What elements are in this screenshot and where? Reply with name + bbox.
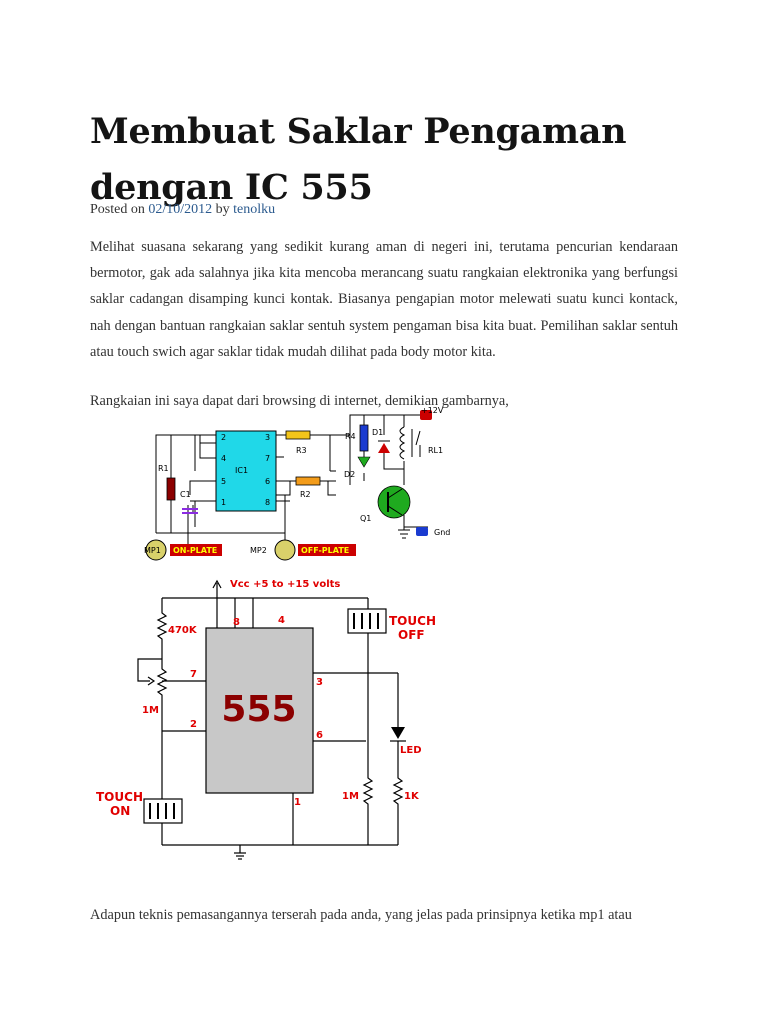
on-plate-label: ON-PLATE [173,546,217,555]
q1-label: Q1 [360,514,371,523]
ic-555-chip [205,627,314,794]
q1-transistor [377,485,411,519]
ic1-pin5: 5 [221,477,226,486]
touch-off-label-line2: OFF [398,628,425,642]
d2-label: D2 [344,470,355,479]
posted-on-label: Posted on [90,202,145,217]
ic1-pin6: 6 [265,477,270,486]
touch-off-label-line1: TOUCH [389,614,436,628]
vcc-label: +12V [421,406,444,415]
source-paragraph: Rangkaian ini saya dapat dari browsing d… [90,393,509,409]
d1-label: D1 [372,428,383,437]
touch-on-plate [143,798,183,824]
vcc-label: Vcc +5 to +15 volts [230,579,340,590]
pot-1m-label: 1M [142,705,159,716]
touch-off-plate [347,608,387,634]
r1-label: R1 [158,464,169,473]
r4-label: R4 [345,432,356,441]
mp2-plate [274,539,296,561]
gnd-label: Gnd [434,528,450,537]
r2-resistor [295,476,321,486]
r3-label: R3 [296,446,307,455]
pin3-label: 3 [316,677,323,688]
pin2-label: 2 [190,719,197,730]
led-label: LED [400,745,422,756]
schematic-555-touch: 555 Vcc +5 to +15 volts 470K 1M 1M 1K LE… [96,579,436,860]
r470k-label: 470K [168,625,198,636]
pin4-label: 4 [278,615,285,626]
by-label: by [215,202,230,217]
ic1-pin3: 3 [265,433,270,442]
touch-on-label-line1: TOUCH [96,790,143,804]
r1m-label: 1M [342,791,359,802]
pin1-label: 1 [294,797,301,808]
r4-resistor [359,424,369,452]
gnd-terminal [416,527,428,536]
rl1-label: RL1 [428,446,443,455]
ic1-label: IC1 [235,466,248,475]
ic1-pin4: 4 [221,454,226,463]
r1-resistor [166,477,176,501]
ic1-pin1: 1 [221,498,226,507]
intro-paragraph: Melihat suasana sekarang yang sedikit ku… [90,239,678,360]
r2-label: R2 [300,490,311,499]
led-diode [391,727,405,739]
vcc-terminal [420,410,432,420]
pin7-label: 7 [190,669,197,680]
schematic-touch-switch-ic1: +12V Gnd IC1 R1 R2 R3 R4 D1 D2 C1 Q1 RL1… [144,406,450,561]
ic1-chip [215,430,277,512]
ic1-pin8: 8 [265,498,270,507]
closing-paragraph: Adapun teknis pemasangannya terserah pad… [90,907,632,923]
r3-resistor [285,430,311,440]
pin8-label: 8 [233,617,240,628]
post-meta: Posted on 02/10/2012 by tenolku [90,202,275,218]
mp1-label: MP1 [144,546,161,555]
post-date-link[interactable]: 02/10/2012 [148,202,213,217]
touch-on-label-line2: ON [110,804,130,818]
ic1-pin2: 2 [221,433,226,442]
mp2-label: MP2 [250,546,267,555]
on-plate-label-bg [170,544,222,556]
article-title: Membuat Saklar Pengaman dengan IC 555 [90,111,627,208]
ic1-pin7: 7 [265,454,270,463]
d1-diode [378,443,390,453]
chip-label: 555 [221,689,296,730]
author-link[interactable]: tenolku [233,202,276,217]
pin6-label: 6 [316,730,323,741]
off-plate-label-bg [298,544,356,556]
c1-label: C1 [180,490,191,499]
mp1-plate [145,539,167,561]
d2-led [357,456,371,468]
r1k-label: 1K [404,791,420,802]
off-plate-label: OFF-PLATE [301,546,349,555]
